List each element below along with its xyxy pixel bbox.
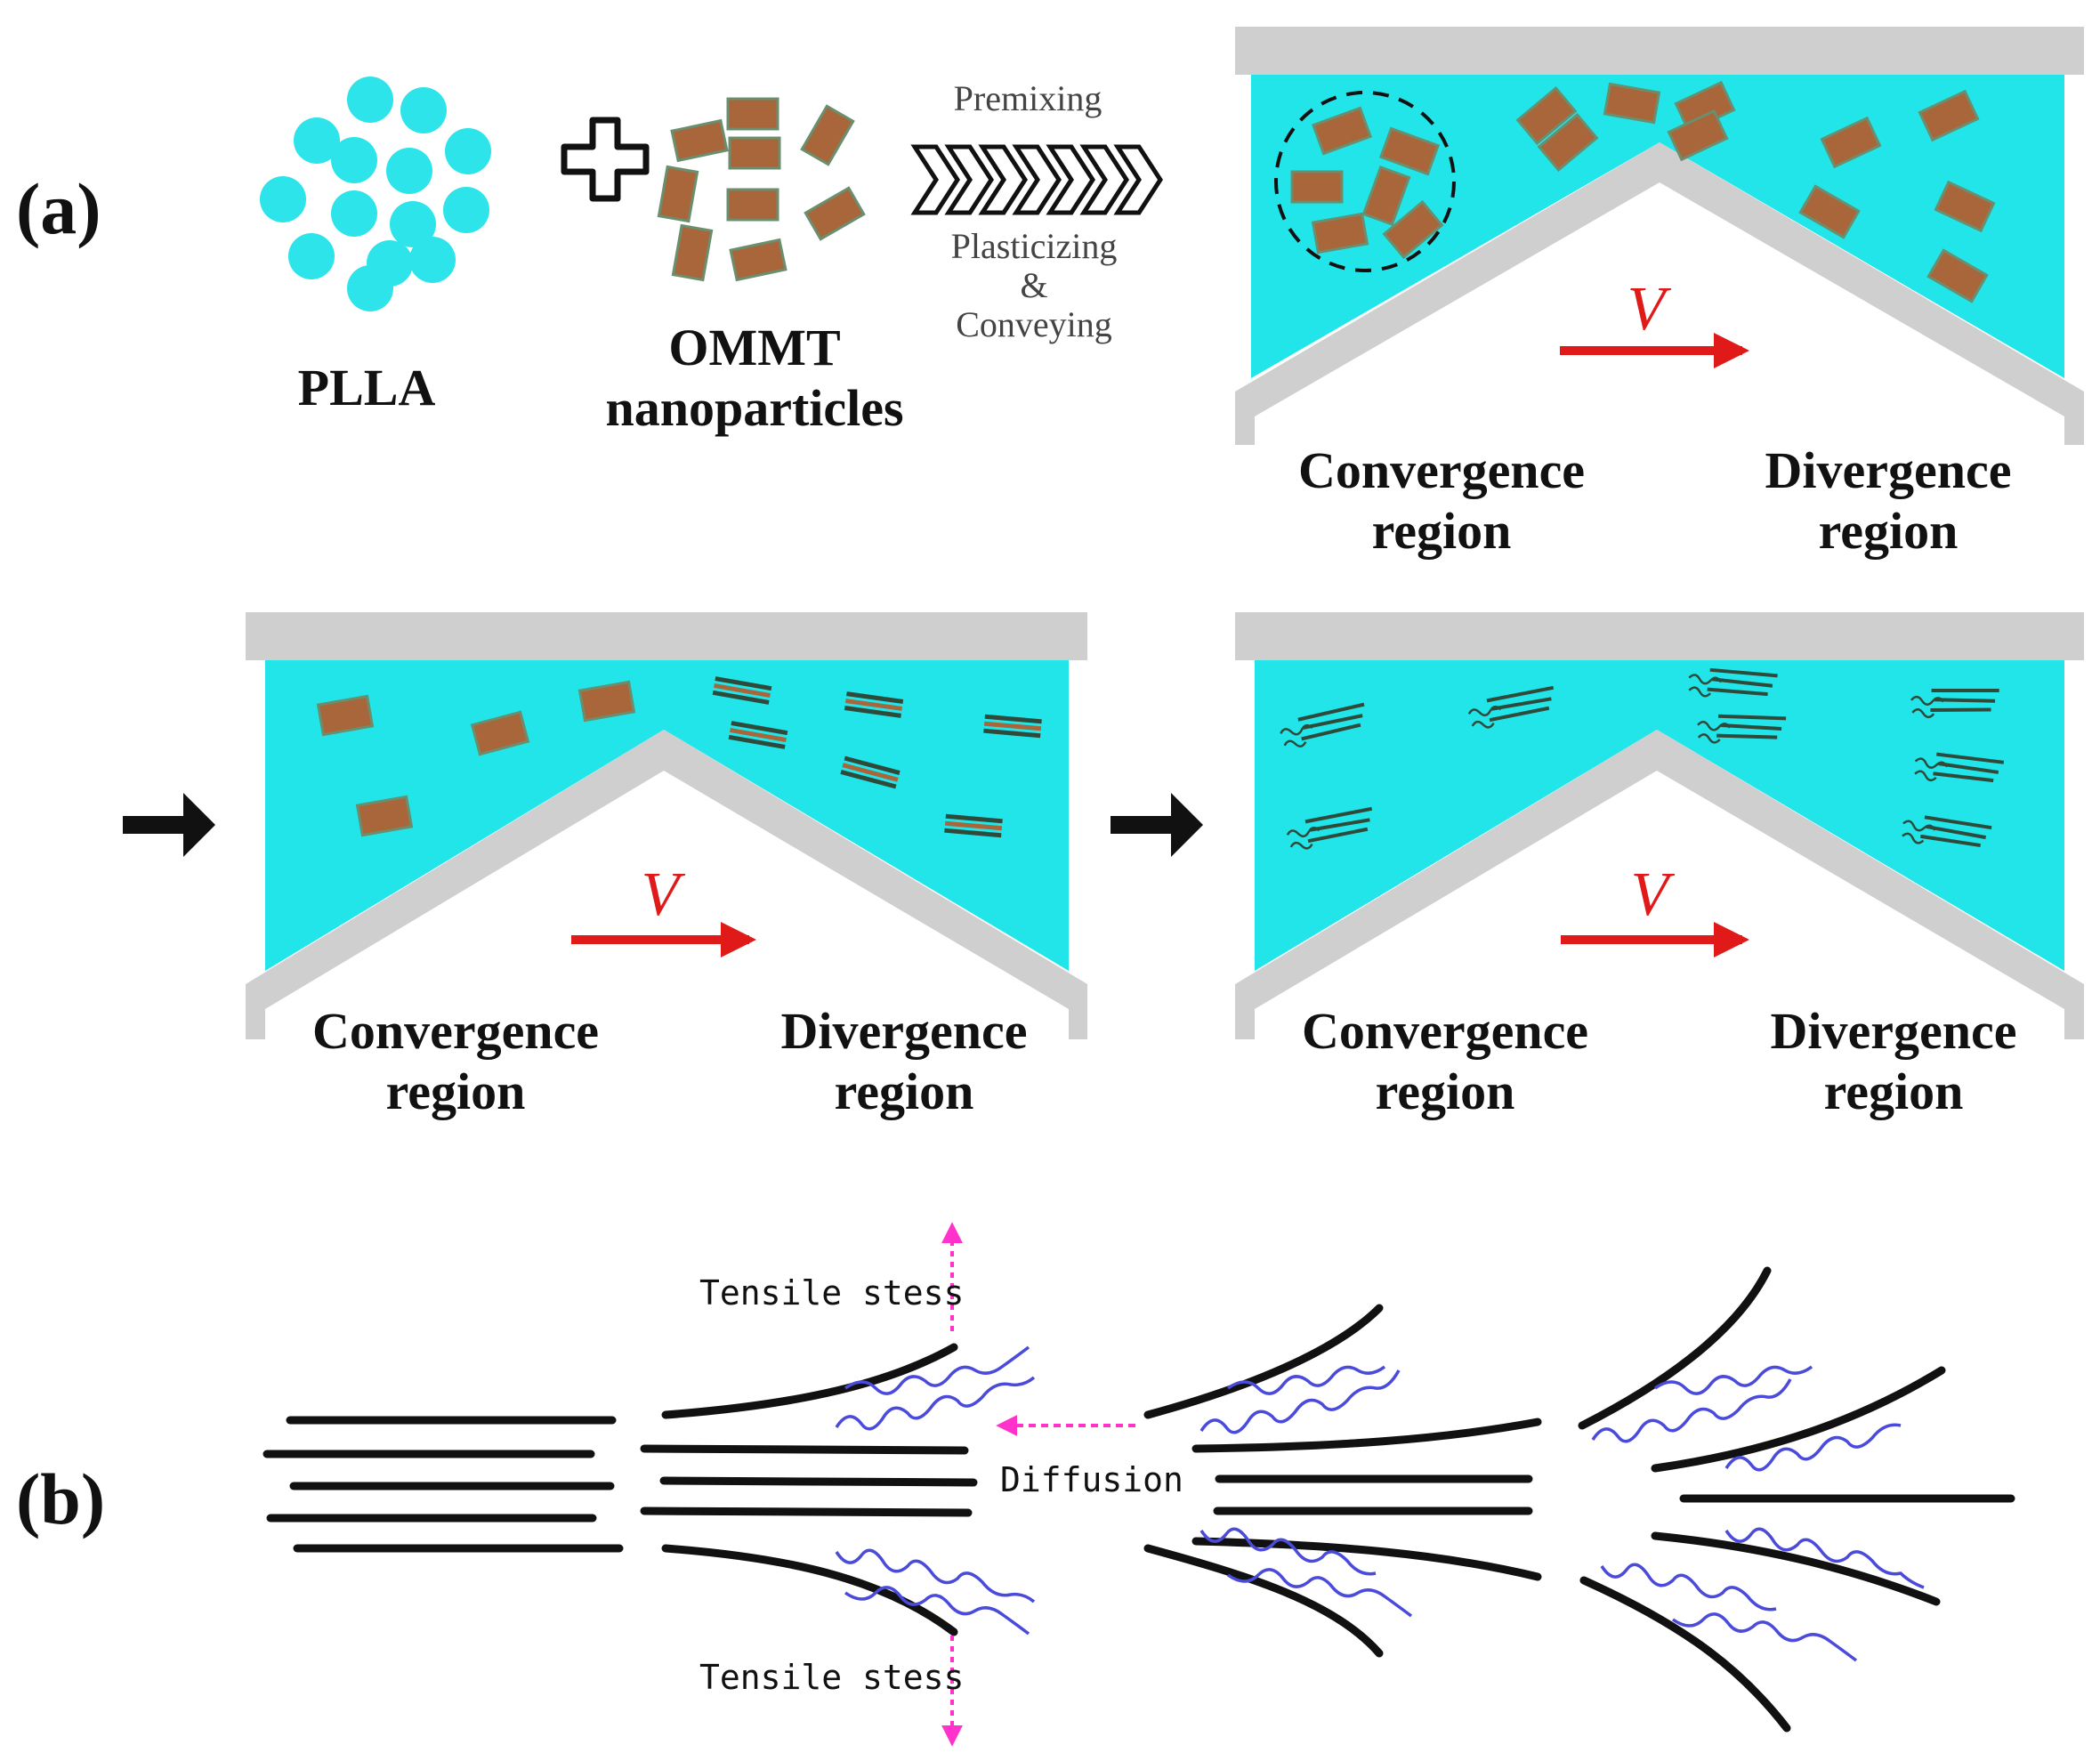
convergence-label-line2: region (386, 1062, 526, 1120)
divergence-label-line1: Divergence (1765, 441, 2012, 499)
polymer-chains (1591, 1365, 1925, 1662)
channel-stage2: V Convergence region Divergence region (246, 612, 1087, 1120)
diffusion-label: Diffusion (1000, 1460, 1183, 1499)
convergence-label-line1: Convergence (312, 1002, 599, 1060)
agglomerate-circle (1274, 91, 1456, 272)
plus-icon (561, 117, 650, 202)
process-chevron-arrow (910, 144, 1163, 215)
channel-stage3: V Convergence region Divergence region (1235, 612, 2084, 1120)
clay-layers-stacked (262, 1416, 624, 1553)
channel-bottom-wall (246, 730, 1087, 1039)
stage-arrow-2 (1111, 793, 1203, 857)
channel-melt (1255, 660, 2064, 971)
polymer-chains (1199, 1365, 1413, 1618)
divergence-label-line1: Divergence (781, 1002, 1028, 1060)
divergence-label-line1: Divergence (1771, 1002, 2017, 1060)
plasticizing-label: Plasticizing (951, 226, 1118, 266)
ommt-particle-cluster (657, 97, 866, 282)
conveying-label: Conveying (956, 304, 1112, 344)
tensile-stress-label-bottom: Tensile stess (699, 1658, 964, 1697)
plla-particle (409, 237, 456, 283)
velocity-label: V (1628, 275, 1672, 343)
clay-layers-opening (640, 1343, 978, 1636)
channel-stage1: V Convergence region Divergence region (1235, 27, 2084, 560)
panel-label-b: (b) (16, 1458, 105, 1539)
channel-top-wall (246, 612, 1087, 660)
stage-arrow-1 (123, 793, 215, 857)
panel-label-a: (a) (16, 168, 101, 249)
plla-particle (443, 187, 489, 233)
plla-particle (390, 201, 436, 247)
polymer-chains (835, 1345, 1036, 1636)
clay-layers-exfoliated (1578, 1266, 2015, 1733)
convergence-label-line1: Convergence (1302, 1002, 1588, 1060)
convergence-label-line2: region (1376, 1062, 1515, 1120)
ommt-label-line2: nanoparticles (605, 379, 903, 437)
plla-particle (386, 148, 432, 194)
tensile-stress-label-top: Tensile stess (699, 1273, 964, 1313)
plla-particle (288, 233, 335, 279)
plla-particle-cluster (260, 77, 491, 311)
velocity-label: V (1631, 860, 1676, 929)
plla-particle (260, 176, 306, 222)
channel-bottom-wall (1235, 142, 2084, 445)
channel-top-wall (1235, 27, 2084, 75)
plla-particle (294, 117, 340, 164)
plla-particle (445, 128, 491, 174)
divergence-label-line2: region (835, 1062, 974, 1120)
convergence-label-line2: region (1372, 502, 1512, 560)
channel-top-wall (1235, 612, 2084, 660)
plla-particle (400, 87, 447, 133)
divergence-label-line2: region (1819, 502, 1959, 560)
plla-particle (347, 265, 393, 311)
ommt-label-line1: OMMT (668, 319, 840, 376)
plla-particle (331, 137, 377, 183)
premixing-label: Premixing (954, 78, 1102, 118)
velocity-label: V (642, 860, 686, 929)
channel-melt (265, 660, 1069, 971)
plla-particle (347, 77, 393, 123)
clay-layers-intercalated (1143, 1304, 1542, 1658)
convergence-label-line1: Convergence (1298, 441, 1585, 499)
ampersand-label: & (1020, 265, 1047, 305)
plla-label: PLLA (298, 359, 436, 416)
channel-bottom-wall (1235, 730, 2084, 1039)
plla-particle (331, 190, 377, 237)
divergence-label-line2: region (1824, 1062, 1964, 1120)
